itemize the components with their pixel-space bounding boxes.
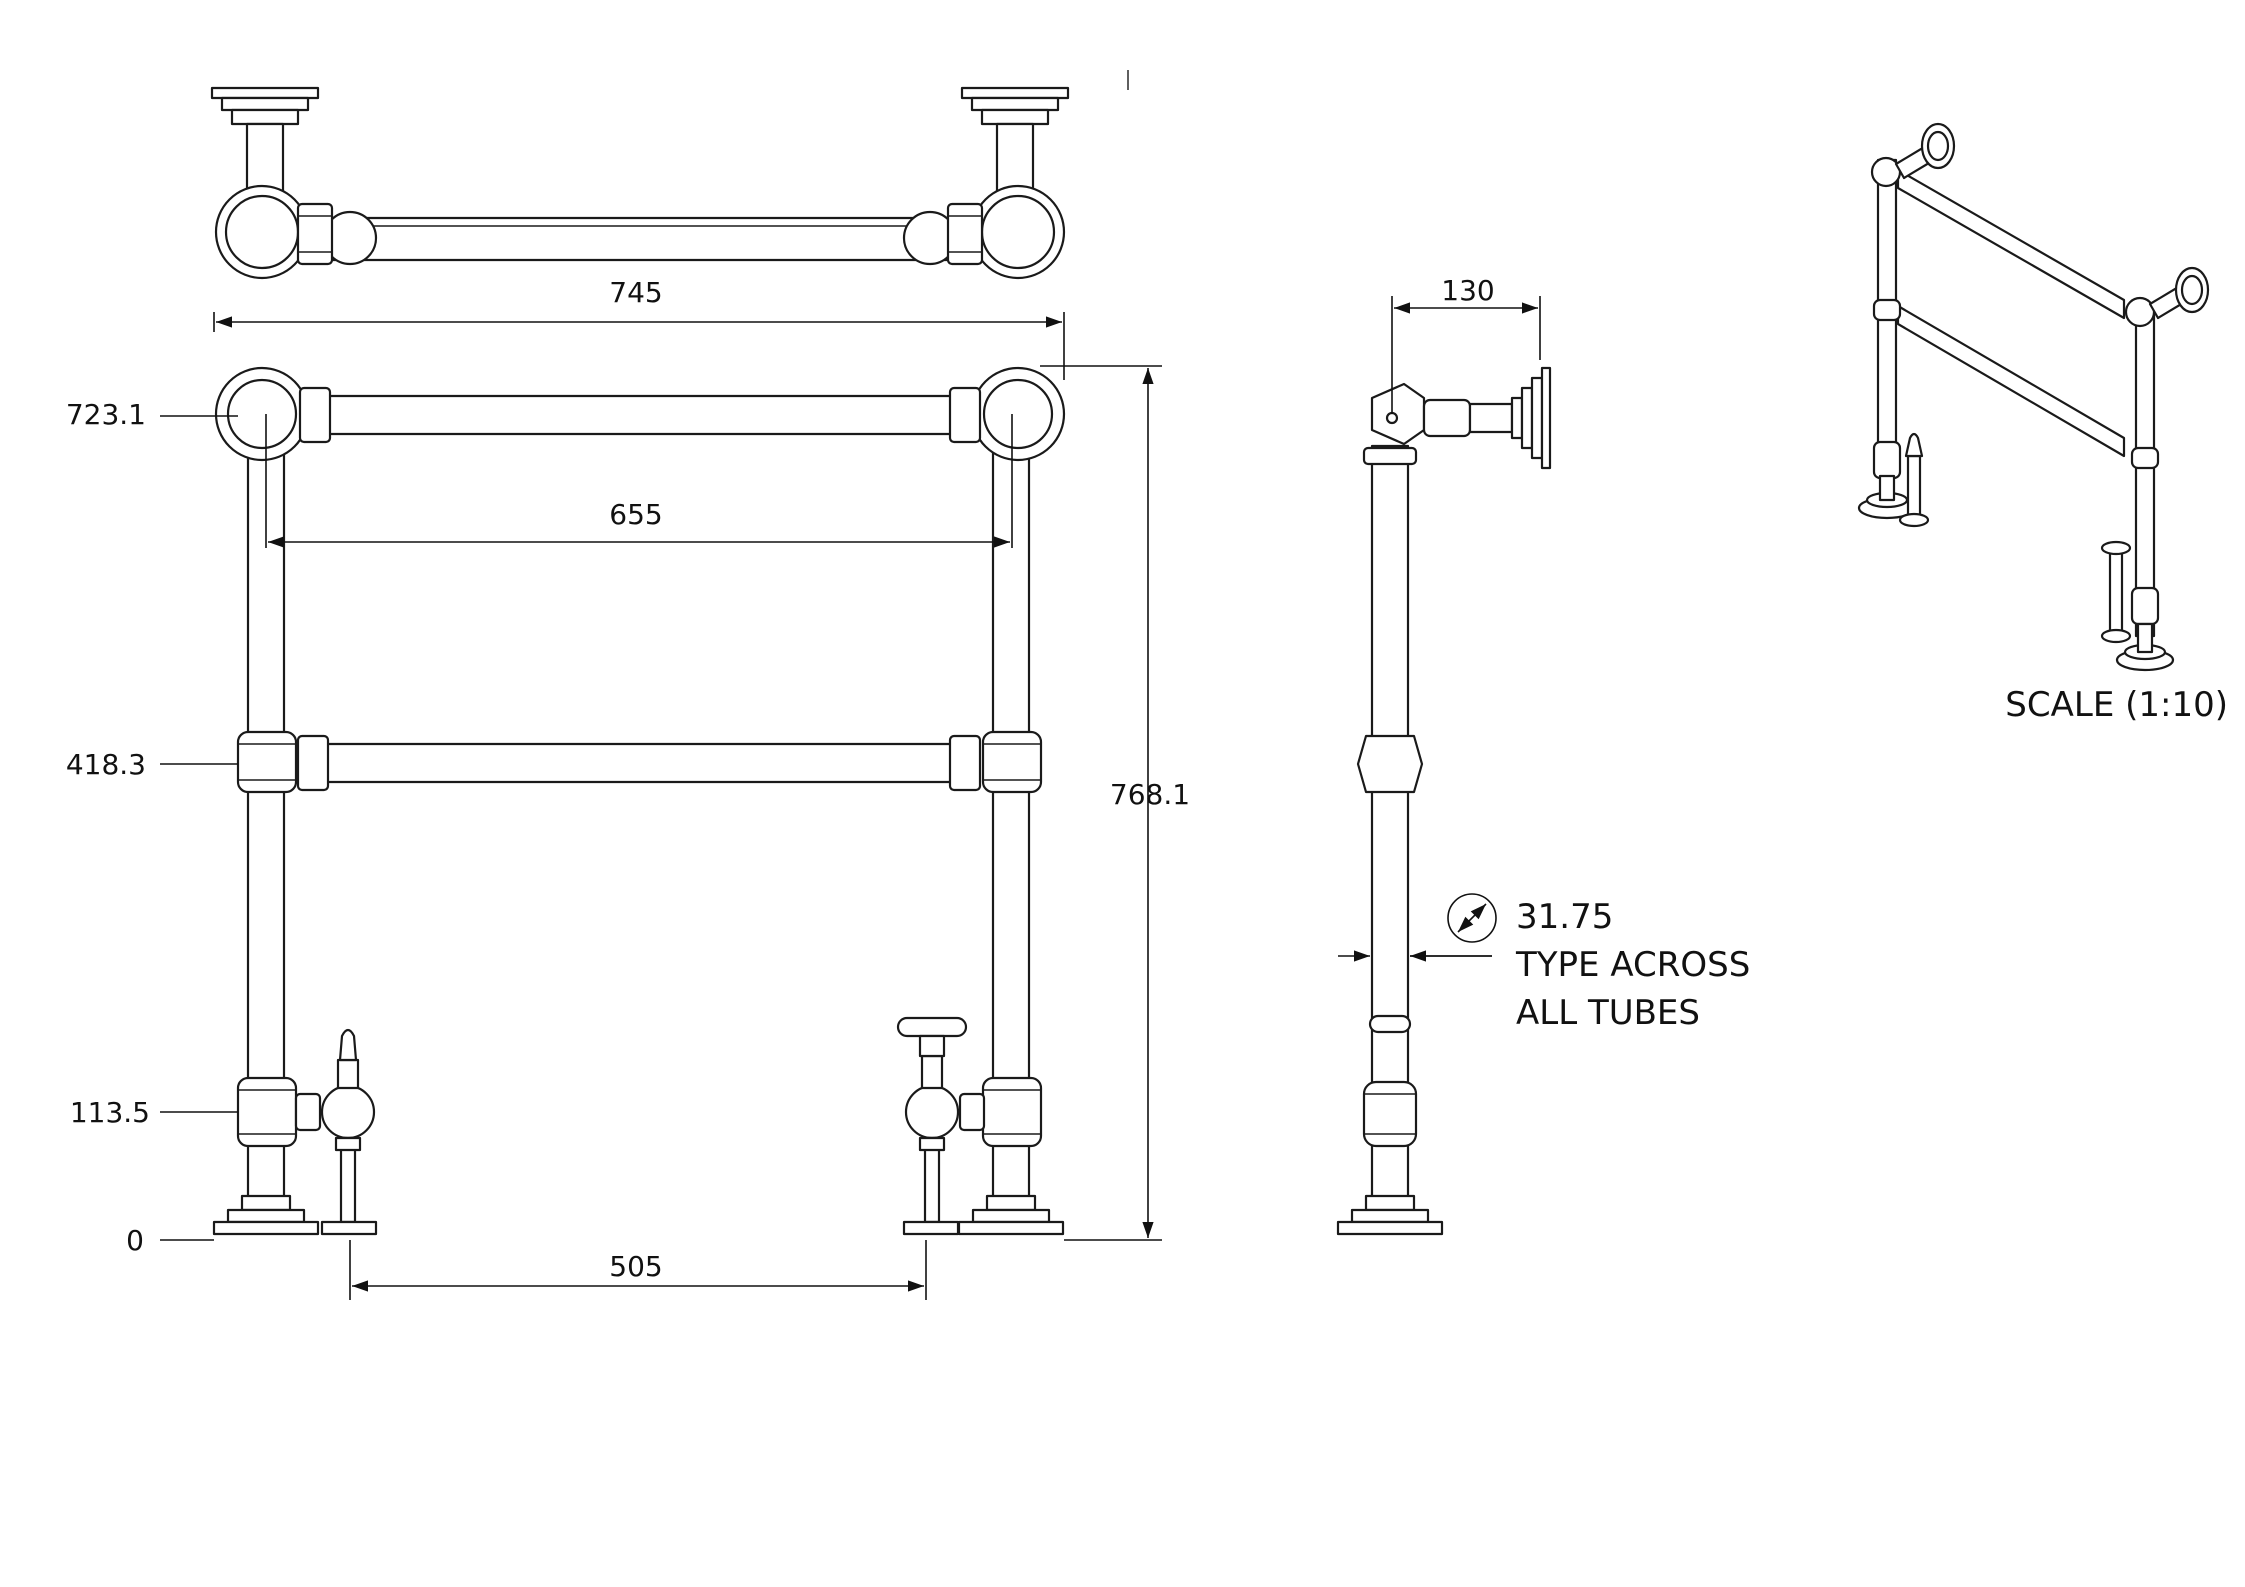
front-dimensions	[160, 312, 1162, 1300]
tube-note-line2: ALL TUBES	[1516, 993, 1700, 1033]
scale-label: SCALE (1:10)	[2005, 685, 2228, 725]
dim-rail-bottom: 113.5	[70, 1096, 150, 1129]
dim-valve-centers: 505	[609, 1250, 662, 1283]
dim-rail-middle: 418.3	[66, 748, 146, 781]
tube-note-line1: TYPE ACROSS	[1515, 945, 1750, 985]
side-dimensions	[1338, 296, 1541, 962]
dim-center-width: 655	[609, 498, 662, 531]
dim-overall-height: 768.1	[1110, 778, 1190, 811]
dim-overall-width: 745	[609, 276, 662, 309]
isometric-view	[1857, 122, 2210, 672]
front-view	[212, 366, 1066, 1236]
dim-floor: 0	[126, 1224, 144, 1257]
dim-rail-top: 723.1	[66, 398, 146, 431]
top-plan-view	[210, 86, 1070, 280]
dim-depth: 130	[1441, 274, 1494, 307]
side-view	[1336, 366, 1552, 1236]
tube-diameter: 31.75	[1516, 897, 1613, 937]
